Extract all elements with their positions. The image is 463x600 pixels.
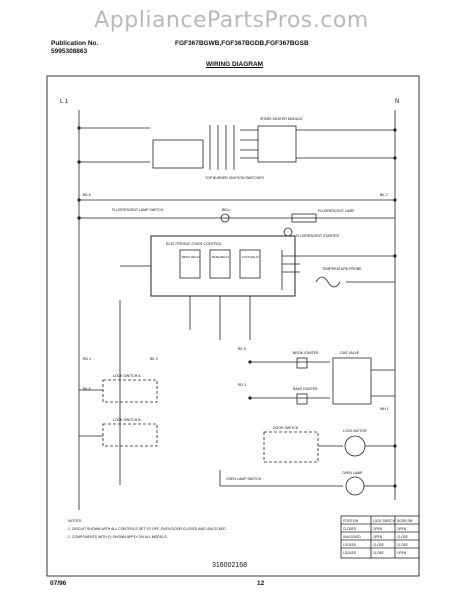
oven-lamp-label: OVEN LAMP	[342, 471, 363, 475]
broil-igniter-label: BROIL IGNITER	[293, 351, 319, 355]
wire-code-6: RD 3	[238, 383, 246, 387]
line-n-label: N	[395, 99, 399, 105]
wire-code-3: BK 2	[380, 193, 388, 197]
table-cell: CLOSE	[373, 543, 384, 547]
watermark: AppliancePartsPros.com	[94, 8, 369, 33]
relay-label-2: LOCK RELAY	[242, 255, 259, 259]
table-cell: LOCKED	[343, 543, 357, 547]
bake-igniter-label: BAKE IGNITER	[293, 387, 318, 391]
note-2: 2. COMPONENTS WITH (*) SHOWN APPLY ON AL…	[68, 535, 168, 539]
table-cell: LOCKED	[343, 551, 357, 555]
line-l1-label: L 1	[60, 99, 69, 105]
note-1: 1. CIRCUIT SHOWN WITH ALL CONTROLS SET T…	[68, 527, 226, 531]
fl-lamp-switch-label: FLUORESCENT LAMP SWITCH	[112, 208, 164, 212]
publication-number: 5995308863	[51, 48, 88, 55]
wire-code-7: WH 1	[380, 407, 389, 411]
table-header-0: POSITION	[343, 519, 359, 523]
table-cell: OPEN	[397, 551, 407, 555]
table-header-1: LOCK SWITCH	[373, 519, 396, 523]
gas-valve-label: GAS VALVE	[340, 351, 360, 355]
spark-module-label: SPARK IGNITER MODULE	[260, 117, 303, 121]
part-number: 316002168	[212, 562, 247, 569]
publication-label: Publication No.	[51, 40, 99, 47]
oven-lamp-switch-label: OVEN LAMP SWITCH	[226, 477, 262, 481]
relay-label-1: BAKE RELAY	[212, 255, 229, 259]
diagram-title: WIRING DIAGRAM	[206, 61, 264, 68]
bell-label: BELL	[222, 208, 231, 212]
fluorescent-starter-label: FLUORESCENT STARTER	[296, 234, 339, 238]
table-cell: OPEN	[373, 535, 383, 539]
wire-code-1: BK 8	[83, 387, 91, 391]
lock-switch-a-label: LOCK SWITCH A	[113, 374, 141, 378]
table-cell: OPEN	[397, 527, 407, 531]
wire-code-5: BK 3	[150, 357, 158, 361]
wire-code-0: BK 6	[83, 193, 91, 197]
table-cell: CLOSED	[343, 527, 357, 531]
model-numbers: FGF367BGWB,FGF367BGDB,FGF367BGSB	[175, 40, 309, 47]
table-cell: CLOSE	[397, 535, 408, 539]
table-cell: CLOSE	[397, 543, 408, 547]
wire-code-4: RD 4	[83, 357, 91, 361]
lock-motor-label: LOCK MOTOR	[343, 429, 367, 433]
footer-page: 12	[257, 580, 265, 587]
table-header-2: DOOR SW	[397, 519, 413, 523]
table-cell: OPEN	[373, 527, 383, 531]
lock-switch-b-label: LOCK SWITCH B	[113, 418, 141, 422]
fluorescent-lamp-label: FLUORESCENT LAMP	[318, 209, 355, 213]
relay-label-0: BROIL RELAY	[182, 255, 200, 259]
footer-date: 07/96	[50, 580, 67, 587]
notes-title: NOTES:	[68, 519, 82, 523]
oven-control-label: ELECTRONIC OVEN CONTROL	[166, 242, 222, 246]
wire-code-2: BK 9	[238, 347, 246, 351]
door-switch-label: DOOR SWITCH	[273, 426, 299, 430]
top-burner-label: TOP BURNER IGNITION SWITCHES	[205, 176, 264, 180]
temp-probe-label: TEMPERATURE PROBE	[322, 267, 362, 271]
table-cell: UNLOCKED	[343, 535, 361, 539]
table-cell: CLOSE	[373, 551, 384, 555]
